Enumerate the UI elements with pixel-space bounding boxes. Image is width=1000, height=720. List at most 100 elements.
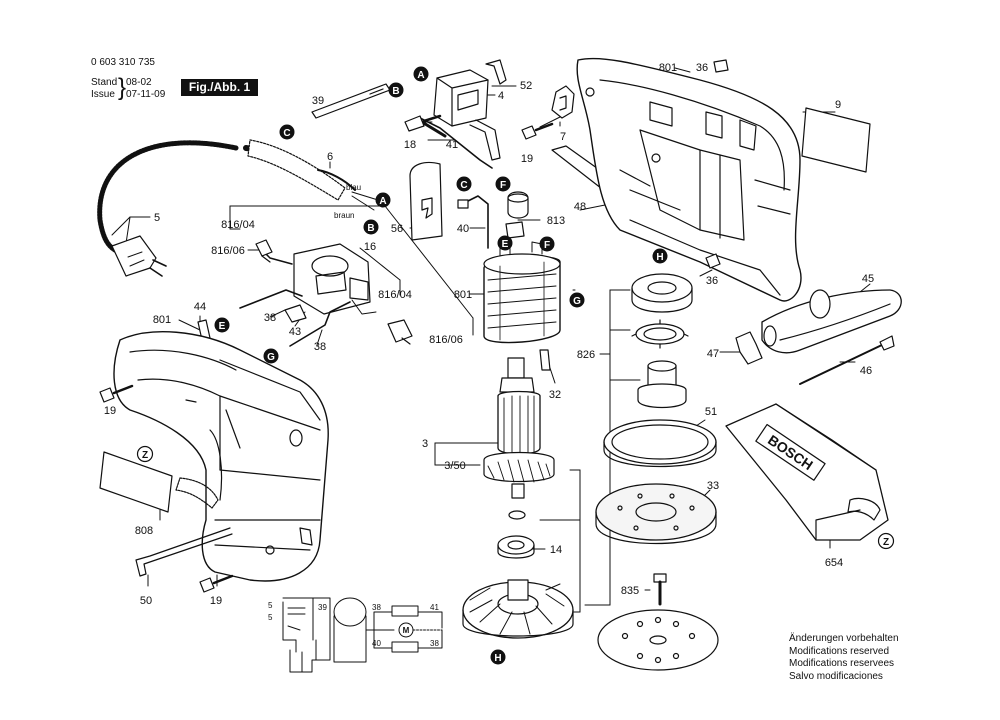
cover-56 [409, 161, 443, 241]
callout: 14 [550, 544, 562, 556]
callout: 9 [835, 99, 841, 111]
motor-symbol: M [403, 626, 410, 635]
callout: 816/06 [211, 245, 245, 257]
screw-19-top [521, 122, 554, 140]
callout: 801 [659, 62, 677, 74]
callout: 6 [327, 151, 333, 163]
schematic-label: 40 [372, 639, 381, 648]
callout: 36 [706, 275, 718, 287]
callout: 50 [140, 595, 152, 607]
armature-3 [483, 357, 555, 499]
callout: 33 [707, 480, 719, 492]
stator-801 [483, 241, 561, 344]
callout: 816/04 [378, 289, 412, 301]
stand-value: 08-02 [126, 77, 152, 88]
callout-labels: 39 52 4 801 36 9 18 41 19 7 6 5 816/04 8… [104, 62, 874, 607]
note-line: Modifications reserved [789, 645, 890, 657]
note-line: Modifications reservees [789, 658, 895, 669]
callout: 801 [153, 314, 171, 326]
svg-text:E: E [219, 321, 226, 332]
marker-a-switch-top: A [413, 66, 429, 82]
marker-g-stator: G [569, 292, 585, 308]
callout: 43 [289, 326, 301, 338]
callout: 19 [104, 405, 116, 417]
callout: 7 [560, 131, 566, 143]
handle-45 [761, 289, 902, 354]
marker-e-brush: E [497, 235, 513, 251]
callout: 38 [264, 312, 276, 324]
wire-label-blau: blau [346, 183, 361, 192]
connection-markers: A B C A B C F E F H G E G Z Z H [136, 66, 895, 665]
marker-e-wire: E [214, 317, 230, 333]
marker-g-wire: G [263, 348, 279, 364]
electronic-module-16 [261, 243, 377, 315]
marker-b-cord: B [363, 219, 379, 235]
callout: 19 [210, 595, 222, 607]
header-brace: } [118, 74, 127, 101]
note-line: Salvo modificaciones [789, 670, 883, 682]
schematic-label: 5 [268, 613, 273, 622]
callout: 52 [520, 80, 532, 92]
seal-ring-51 [603, 419, 717, 468]
callout: 808 [135, 525, 153, 537]
marker-f-top: F [495, 176, 511, 192]
callout: 36 [696, 62, 708, 74]
screw-19-left [99, 384, 134, 403]
svg-text:A: A [417, 70, 424, 81]
svg-text:Z: Z [883, 537, 889, 548]
callout: 47 [707, 348, 719, 360]
wiring-schematic [282, 597, 443, 673]
schematic-label: 39 [318, 603, 327, 612]
housing-lower-left [113, 331, 329, 582]
marker-z-bag: Z [877, 532, 895, 550]
callout: 3 [422, 438, 428, 450]
schematic-label: 5 [268, 601, 273, 610]
sanding-pad-33 [595, 483, 717, 545]
svg-text:G: G [573, 296, 581, 307]
marker-f-stator: F [539, 236, 555, 252]
callout: 45 [862, 273, 874, 285]
screw-835 [653, 573, 667, 606]
schematic-label: 38 [430, 639, 439, 648]
marker-h-top: H [652, 248, 668, 264]
housing-half-right [576, 57, 802, 302]
clip-ring [631, 319, 689, 349]
callout: 41 [446, 139, 458, 151]
callout: 48 [574, 201, 586, 213]
marker-c-rod: C [279, 124, 295, 140]
sanding-disc [597, 609, 719, 671]
callout: 38 [314, 341, 326, 353]
fan [462, 579, 574, 639]
callout: 40 [457, 223, 469, 235]
callout: 835 [621, 585, 639, 597]
svg-text:B: B [392, 86, 399, 97]
eccentric-bearing [637, 360, 687, 409]
svg-text:C: C [460, 180, 467, 191]
marker-a-cord: A [375, 192, 391, 208]
stand-label: Stand [91, 77, 118, 88]
callout: 813 [547, 215, 565, 227]
screw-18 [404, 114, 442, 132]
switch-assembly [433, 59, 507, 161]
callout: 32 [549, 389, 561, 401]
marker-b-switch-left: B [388, 82, 404, 98]
svg-text:B: B [367, 223, 374, 234]
callout: 46 [860, 365, 872, 377]
callout: 44 [194, 301, 206, 313]
figure-label: Fig./Abb. 1 [181, 79, 258, 96]
callout: 3/50 [444, 460, 465, 472]
brush-holder-813 [505, 191, 529, 239]
marker-h-fan: H [490, 649, 506, 665]
svg-text:F: F [544, 240, 550, 251]
callout: 51 [705, 406, 717, 418]
svg-text:Z: Z [142, 450, 148, 461]
svg-text:E: E [502, 239, 509, 250]
callout: 801 [454, 289, 472, 301]
issue-value: 07-11-09 [126, 89, 166, 100]
svg-text:H: H [494, 653, 501, 664]
rod-46 [799, 335, 895, 385]
schematic-label: 38 [372, 603, 381, 612]
callout: 18 [404, 139, 416, 151]
wire-label-braun: braun [334, 211, 354, 220]
